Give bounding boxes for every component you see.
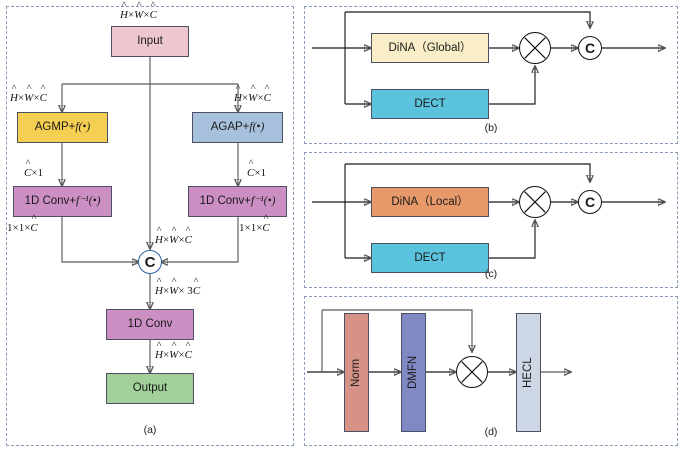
block-agap-label: AGAP+f(•) bbox=[210, 121, 265, 134]
block-dmfn[interactable]: DMFN bbox=[401, 313, 426, 432]
label-left-cx1: C×1 bbox=[24, 167, 43, 179]
label-right-1x1xc: 1×1×C bbox=[239, 222, 270, 234]
caption-b: (b) bbox=[484, 122, 498, 134]
fn-forward-agmp: f(•) bbox=[75, 121, 91, 134]
block-dmfn-label: DMFN bbox=[407, 355, 420, 390]
block-input-label: Input bbox=[137, 35, 163, 48]
multiply-node-d[interactable] bbox=[456, 356, 488, 388]
fn-forward-agap: f(•) bbox=[249, 121, 265, 134]
block-dina-global[interactable]: DiNA（Global） bbox=[371, 33, 489, 63]
fn-inverse-left: f⁻¹(•) bbox=[76, 195, 101, 208]
block-dect-b-label: DECT bbox=[414, 97, 446, 110]
block-input[interactable]: Input bbox=[111, 26, 189, 57]
caption-c: (c) bbox=[484, 268, 498, 280]
block-norm[interactable]: Norm bbox=[344, 313, 369, 432]
block-agmp-label: AGMP+f(•) bbox=[34, 121, 91, 134]
label-input-shape: H×W×C bbox=[120, 9, 157, 21]
label-skip-shape: H×W×C bbox=[155, 234, 192, 246]
label-output-shape: H×W×C bbox=[155, 349, 192, 361]
concat-symbol-b: C bbox=[584, 40, 596, 56]
block-agap[interactable]: AGAP+f(•) bbox=[192, 112, 283, 143]
concat-node-a[interactable]: C bbox=[138, 250, 162, 274]
block-dina-global-label: DiNA（Global） bbox=[388, 41, 472, 54]
concat-node-c[interactable]: C bbox=[578, 190, 602, 214]
caption-d: (d) bbox=[484, 426, 498, 438]
label-left-1x1xc: 1×1×C bbox=[7, 222, 38, 234]
block-dect-b[interactable]: DECT bbox=[371, 89, 489, 119]
block-hecl-label: HECL bbox=[522, 357, 535, 388]
fn-inverse-right: f⁻¹(•) bbox=[251, 195, 276, 208]
block-dect-c-label: DECT bbox=[414, 251, 446, 264]
block-conv1d-main-label: 1D Conv bbox=[127, 318, 173, 331]
block-dina-local[interactable]: DiNA（Local） bbox=[371, 187, 489, 217]
block-conv1d-left[interactable]: 1D Conv+f⁻¹(•) bbox=[13, 186, 112, 217]
multiply-icon-d bbox=[461, 361, 483, 383]
block-norm-label: Norm bbox=[350, 358, 363, 387]
label-right-cx1: C×1 bbox=[247, 167, 266, 179]
block-hecl[interactable]: HECL bbox=[516, 313, 541, 432]
multiply-icon-b bbox=[524, 37, 546, 59]
concat-symbol-a: C bbox=[144, 253, 156, 271]
block-conv1d-right[interactable]: 1D Conv+f⁻¹(•) bbox=[188, 186, 287, 217]
caption-a: (a) bbox=[143, 424, 157, 436]
block-output[interactable]: Output bbox=[106, 373, 194, 404]
block-conv1d-main[interactable]: 1D Conv bbox=[106, 309, 194, 340]
multiply-node-b[interactable] bbox=[519, 32, 551, 64]
label-right-branch-shape: H×W×C bbox=[234, 92, 271, 104]
label-concat-out-shape: H×W× 3C bbox=[155, 285, 200, 297]
concat-symbol-c: C bbox=[584, 194, 596, 210]
block-output-label: Output bbox=[132, 382, 168, 395]
block-agmp[interactable]: AGMP+f(•) bbox=[17, 112, 108, 143]
block-conv1d-right-label: 1D Conv+f⁻¹(•) bbox=[199, 195, 276, 208]
block-dect-c[interactable]: DECT bbox=[371, 243, 489, 273]
multiply-icon-c bbox=[524, 191, 546, 213]
concat-node-b[interactable]: C bbox=[578, 36, 602, 60]
block-conv1d-left-label: 1D Conv+f⁻¹(•) bbox=[24, 195, 101, 208]
block-dina-local-label: DiNA（Local） bbox=[391, 195, 469, 208]
label-left-branch-shape: H×W×C bbox=[10, 92, 47, 104]
multiply-node-c[interactable] bbox=[519, 186, 551, 218]
